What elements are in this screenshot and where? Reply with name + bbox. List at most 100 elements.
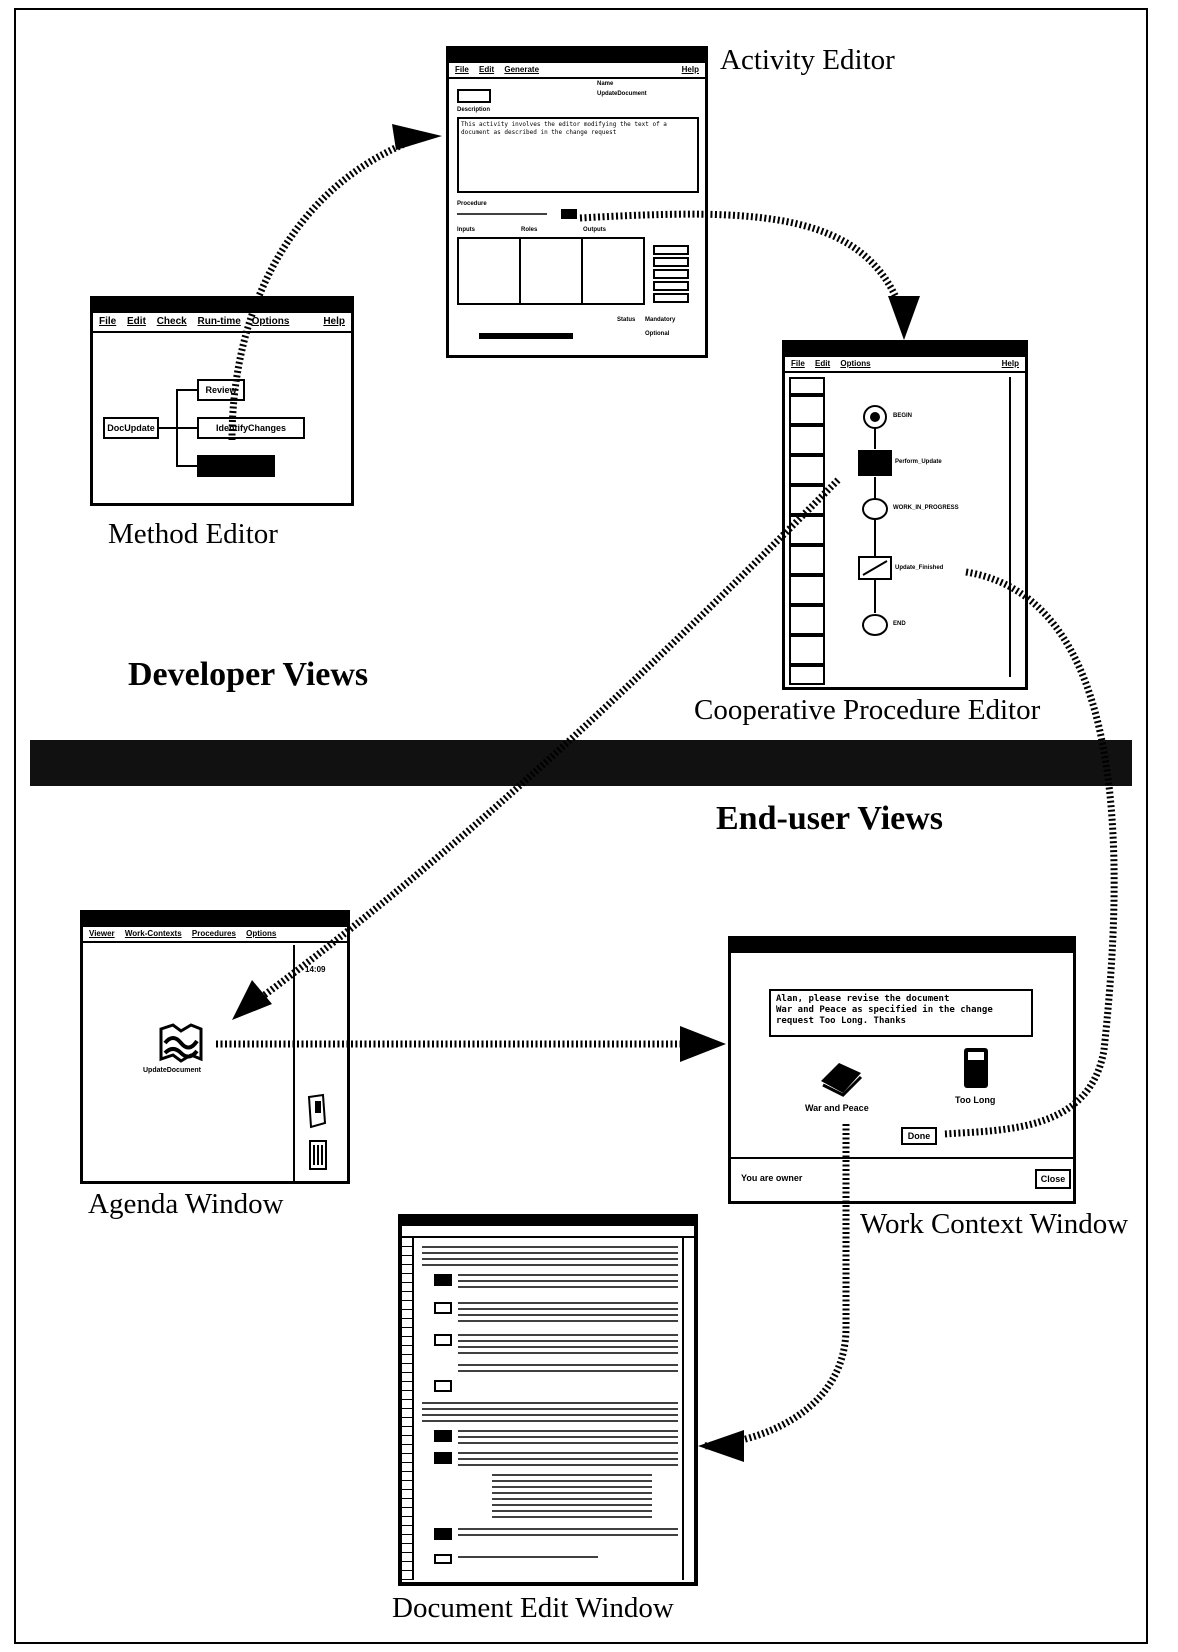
list-button-4[interactable] [653,281,689,291]
views-divider-bar [30,740,1132,786]
document-figure-3 [434,1334,452,1346]
activity-editor-titlebar [449,49,705,63]
menu-edit[interactable]: Edit [479,65,495,74]
list-button-2[interactable] [653,257,689,267]
caption-method-editor: Method Editor [108,518,278,550]
activity-icon-field[interactable] [457,89,491,103]
caption-agenda-window: Agenda Window [88,1188,284,1220]
document-text-block-2 [458,1274,678,1290]
document-edit-window [398,1214,698,1586]
inputs-list[interactable] [457,237,521,305]
menu-options[interactable]: Options [246,929,277,938]
agenda-window: Viewer Work-Contexts Procedures Options … [80,910,350,1184]
menu-edit[interactable]: Edit [127,316,146,327]
name-label: Name [597,81,614,87]
activity-editor-menubar: File Edit Generate Help [449,63,705,79]
menu-edit[interactable]: Edit [815,359,831,368]
document-scrollbar[interactable] [682,1238,694,1580]
agenda-side-panel [293,945,295,1181]
inputs-label: Inputs [457,227,475,233]
optional-option[interactable]: Optional [645,331,670,337]
document-text-block-4 [458,1334,678,1356]
done-button[interactable]: Done [901,1127,937,1145]
document-text-block-1 [422,1246,678,1268]
document-text-block-7 [458,1430,678,1446]
list-button-3[interactable] [653,269,689,279]
document-text-block-9 [458,1528,678,1538]
heading-developer-views: Developer Views [128,656,369,693]
caption-document-edit-window: Document Edit Window [392,1592,674,1624]
description-field[interactable]: This activity involves the editor modify… [457,117,699,193]
document-figure-4 [434,1380,452,1392]
method-editor-links [159,389,197,467]
outputs-list[interactable] [581,237,645,305]
roles-list[interactable] [519,237,583,305]
document-text-block-5 [458,1364,678,1374]
name-value: UpdateDocument [597,91,647,97]
label-begin: BEGIN [893,413,913,419]
agenda-time: 14:09 [305,965,326,974]
label-update-finished: Update_Finished [895,565,944,571]
document-titlebar [402,1218,694,1226]
doc-label: War and Peace [805,1103,869,1113]
label-end: END [893,621,906,627]
method-node-selected[interactable] [197,455,275,477]
document-menubar [402,1226,694,1238]
document-text-block-3 [458,1302,678,1324]
document-text-block-8 [458,1452,678,1468]
menu-help[interactable]: Help [1001,359,1019,368]
document-bullet-list [492,1474,652,1520]
document-text-block-6 [422,1402,678,1424]
procedure-value [457,213,547,216]
menu-work-contexts[interactable]: Work-Contexts [124,929,182,938]
menu-run-time[interactable]: Run-time [197,316,241,327]
menu-file[interactable]: File [791,359,805,368]
book-icon[interactable] [817,1059,865,1099]
close-button[interactable]: Close [1035,1169,1071,1189]
work-context-titlebar [731,939,1073,953]
method-node-docupdate[interactable]: DocUpdate [103,417,159,439]
agenda-icon-label: UpdateDocument [143,1067,201,1074]
method-editor-window: File Edit Check Run-time Options Help Do… [90,296,354,506]
trash-icon[interactable] [305,1093,331,1175]
message-box: Alan, please revise the document War and… [769,989,1033,1037]
node-perform-update[interactable] [858,450,892,476]
mandatory-option[interactable]: Mandatory [645,317,676,323]
menu-viewer[interactable]: Viewer [89,929,115,938]
menu-options[interactable]: Options [840,359,871,368]
caption-procedure-editor: Cooperative Procedure Editor [694,694,1041,726]
procedure-editor-menubar: File Edit Options Help [785,357,1025,373]
request-icon[interactable] [961,1045,991,1091]
document-figure-8 [434,1554,452,1564]
agenda-titlebar [83,913,347,927]
menu-file[interactable]: File [99,316,117,327]
menu-generate[interactable]: Generate [504,65,540,74]
message-line-1: Alan, please revise the document [776,994,950,1004]
list-button-5[interactable] [653,293,689,303]
roles-label: Roles [521,227,538,233]
activity-slider[interactable] [479,333,573,339]
heading-end-user-views: End-user Views [716,800,944,837]
status-label: Status [617,317,636,323]
menu-check[interactable]: Check [156,316,187,327]
procedure-edit-button[interactable] [561,209,577,219]
status-text: You are owner [741,1173,803,1183]
menu-help[interactable]: Help [681,65,699,74]
node-end[interactable] [862,614,888,636]
document-figure-7 [434,1528,452,1540]
status-separator [731,1157,1073,1159]
list-button-1[interactable] [653,245,689,255]
procedure-editor-window: File Edit Options Help BEGIN Perform_Upd… [782,340,1028,690]
caption-work-context-window: Work Context Window [860,1208,1129,1240]
activity-editor-window: File Edit Generate Help Name UpdateDocum… [446,46,708,358]
caption-activity-editor: Activity Editor [720,44,895,76]
menu-procedures[interactable]: Procedures [191,929,236,938]
node-work-in-progress[interactable] [862,498,888,520]
label-perform-update: Perform_Update [895,459,942,465]
map-icon[interactable] [159,1023,203,1063]
agenda-menubar: Viewer Work-Contexts Procedures Options [83,927,347,943]
document-ruler [402,1238,414,1580]
menu-file[interactable]: File [455,65,469,74]
figure-frame [14,8,1148,1644]
request-label: Too Long [955,1095,996,1105]
